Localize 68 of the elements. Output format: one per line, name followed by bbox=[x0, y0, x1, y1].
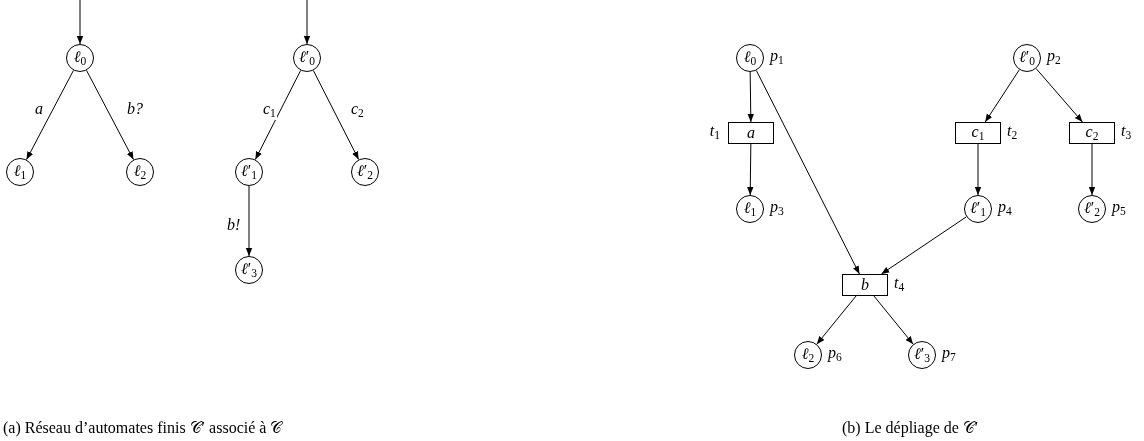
place-circle bbox=[736, 44, 764, 72]
state-label: ℓ′$_{3}$ bbox=[241, 260, 257, 280]
arrow bbox=[873, 295, 914, 345]
arrow bbox=[1088, 143, 1096, 196]
transition-box bbox=[842, 274, 888, 296]
state-label: ℓ′$_{3}$ bbox=[914, 345, 930, 365]
arrow bbox=[86, 69, 134, 161]
node-annotation: p$_{4}$ bbox=[998, 199, 1012, 218]
node-annotation: p$_{5}$ bbox=[1112, 199, 1126, 218]
node-annotation: p$_{6}$ bbox=[828, 345, 842, 364]
place-circle bbox=[1013, 44, 1041, 72]
arrow bbox=[880, 216, 967, 275]
transition-box bbox=[728, 122, 774, 144]
place-circle bbox=[908, 341, 936, 369]
caption: (a) Réseau d’automates finis 𝒞′ associé à 𝒞 bbox=[3, 419, 283, 437]
arrow bbox=[984, 69, 1020, 123]
arrow bbox=[245, 185, 253, 257]
arrow bbox=[974, 143, 982, 196]
place-circle bbox=[794, 341, 822, 369]
place-circle bbox=[126, 158, 154, 186]
arrow bbox=[312, 70, 360, 160]
place-circle bbox=[1078, 195, 1106, 223]
arrow bbox=[76, 0, 84, 45]
state-label: ℓ$_{1}$ bbox=[13, 162, 27, 182]
arrow bbox=[1035, 68, 1083, 123]
arrow bbox=[747, 143, 754, 196]
node-annotation: t$_{1}$ bbox=[709, 123, 720, 142]
state-label: ℓ′$_{0}$ bbox=[1019, 48, 1035, 68]
state-label: ℓ′$_{2}$ bbox=[1084, 199, 1100, 219]
state-label: ℓ$_{1}$ bbox=[743, 199, 757, 219]
node-annotation: t$_{2}$ bbox=[1007, 123, 1018, 142]
state-label: ℓ$_{2}$ bbox=[801, 345, 815, 365]
arrow bbox=[303, 0, 311, 45]
arrow bbox=[26, 69, 74, 161]
place-circle bbox=[351, 158, 379, 186]
arrow bbox=[747, 71, 754, 123]
place-circle bbox=[235, 256, 263, 284]
state-label: ℓ$_{0}$ bbox=[743, 48, 757, 68]
state-label: c$_{1}$ bbox=[971, 123, 985, 143]
transition-box bbox=[1069, 122, 1115, 144]
state-label: ℓ′$_{1}$ bbox=[241, 162, 257, 182]
node-annotation: t$_{4}$ bbox=[894, 275, 905, 294]
state-label: ℓ′$_{1}$ bbox=[970, 199, 986, 219]
place-circle bbox=[964, 195, 992, 223]
caption: (b) Le dépliage de 𝒞′ bbox=[842, 419, 979, 437]
arrow bbox=[755, 70, 860, 275]
state-label: c$_{2}$ bbox=[1085, 123, 1099, 143]
state-label: ℓ′$_{0}$ bbox=[299, 48, 315, 68]
arrow bbox=[254, 70, 302, 160]
edge-label: b! bbox=[226, 217, 242, 233]
node-annotation: t$_{3}$ bbox=[1121, 123, 1132, 142]
place-circle bbox=[66, 44, 94, 72]
arrow bbox=[816, 295, 857, 345]
transition-box bbox=[955, 122, 1001, 144]
node-annotation: p$_{3}$ bbox=[770, 199, 784, 218]
state-label: b bbox=[861, 277, 869, 293]
state-label: ℓ$_{0}$ bbox=[73, 48, 87, 68]
place-circle bbox=[293, 44, 321, 72]
place-circle bbox=[736, 195, 764, 223]
node-annotation: p$_{2}$ bbox=[1047, 48, 1061, 67]
state-label: ℓ$_{2}$ bbox=[133, 162, 147, 182]
state-label: ℓ′$_{2}$ bbox=[357, 162, 373, 182]
state-label: a bbox=[747, 125, 755, 141]
edge-label: b? bbox=[126, 101, 144, 117]
node-annotation: p$_{7}$ bbox=[942, 345, 956, 364]
node-annotation: p$_{1}$ bbox=[770, 48, 784, 67]
place-circle bbox=[6, 158, 34, 186]
place-circle bbox=[235, 158, 263, 186]
